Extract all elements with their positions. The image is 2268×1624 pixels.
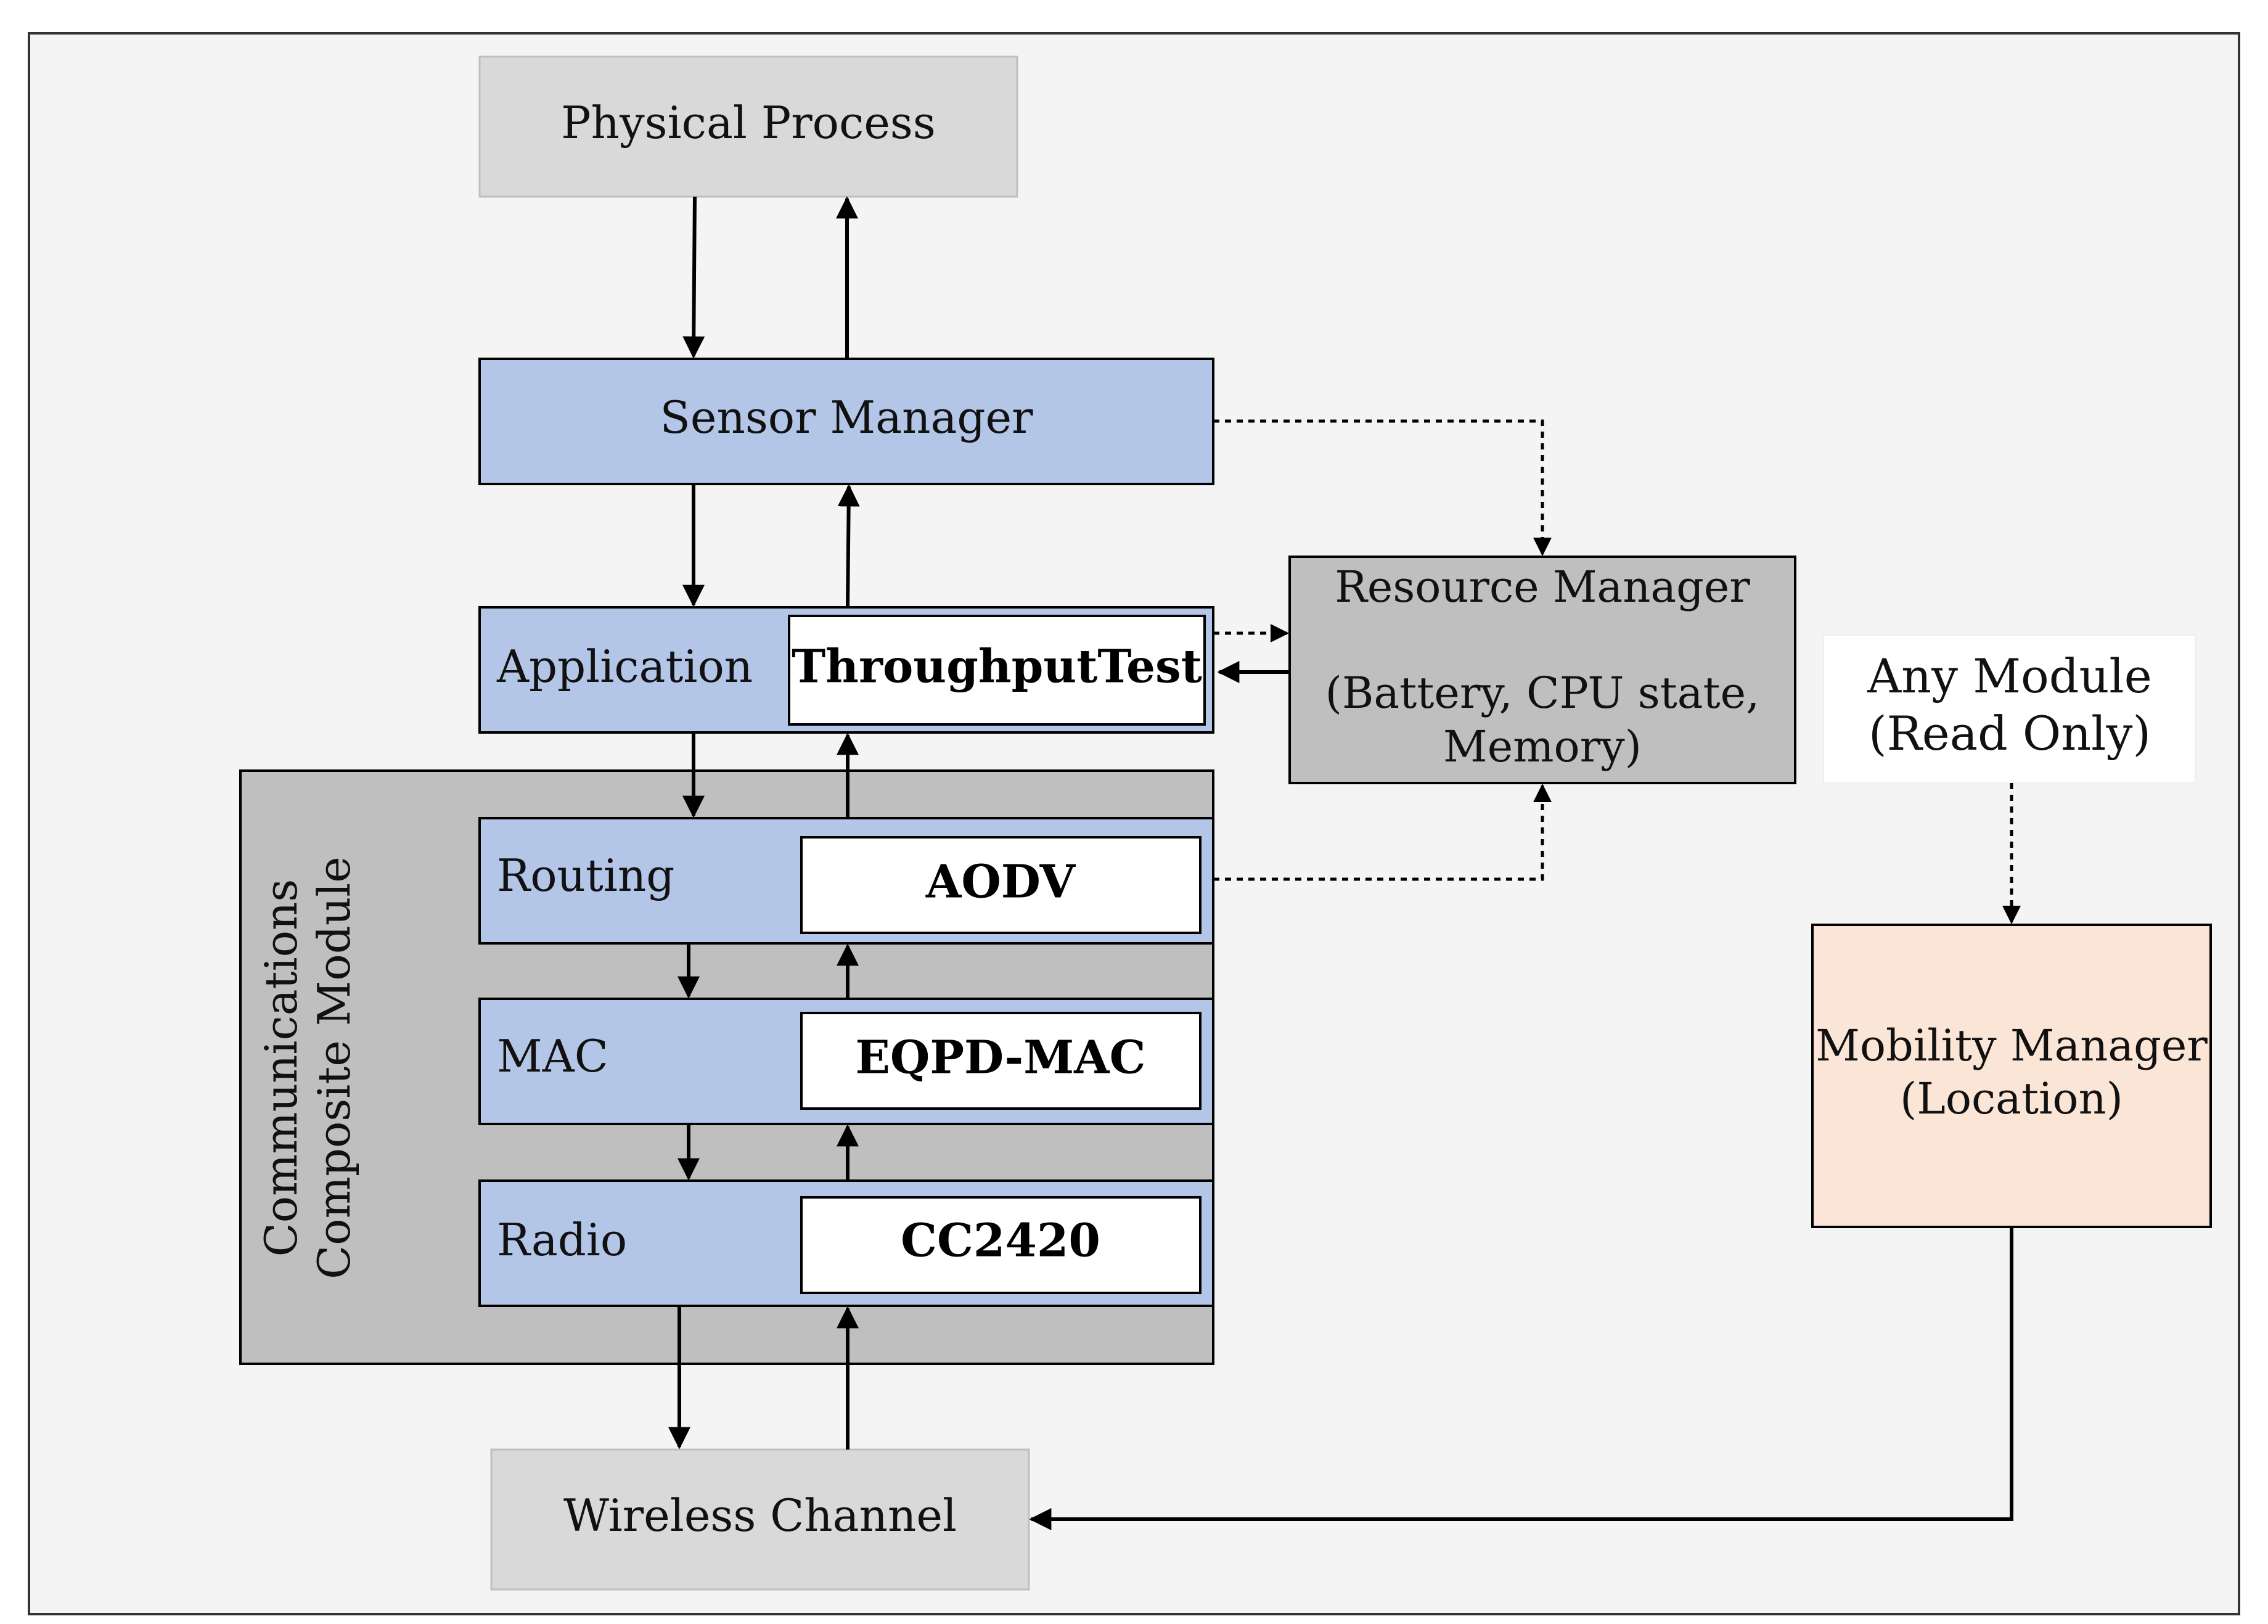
mobility-manager-line2: (Location) — [1900, 1073, 2123, 1124]
routing-label: Routing — [497, 850, 674, 901]
radio-block: Radio CC2420 — [478, 1179, 1214, 1307]
cc2420-label: CC2420 — [901, 1215, 1100, 1268]
aodv-label: AODV — [925, 856, 1076, 909]
mobility-manager-line1: Mobility Manager — [1816, 1020, 2208, 1071]
mac-block: MAC EQPD-MAC — [478, 998, 1214, 1125]
resource-manager-detail-line1: (Battery, CPU state, — [1325, 668, 1760, 718]
application-label: Application — [496, 641, 753, 692]
radio-label: Radio — [497, 1214, 627, 1266]
arrow-mobility-to-channel — [1029, 1227, 2013, 1530]
throughput-test-label: ThroughputTest — [792, 641, 1202, 694]
wireless-channel-block: Wireless Channel — [490, 1448, 1030, 1591]
physical-process-block: Physical Process — [478, 55, 1018, 198]
dashed-arrow-aodv-to-resource — [1213, 784, 1552, 881]
any-module-line1: Any Module — [1867, 649, 2151, 703]
any-module-line2: (Read Only) — [1869, 706, 2151, 761]
mobility-manager-block: Mobility Manager (Location) — [1811, 924, 2212, 1228]
communications-module-label-line1: Communications — [255, 879, 307, 1257]
any-module-block: Any Module (Read Only) — [1823, 634, 2196, 784]
resource-manager-title: Resource Manager — [1335, 562, 1750, 612]
dashed-arrow-sensor-to-resource — [1213, 419, 1552, 556]
sensor-manager-label: Sensor Manager — [660, 392, 1034, 443]
arrow-physical-to-sensor — [682, 196, 705, 359]
routing-block: Routing AODV — [478, 817, 1214, 945]
mac-label: MAC — [497, 1030, 608, 1082]
physical-process-label: Physical Process — [561, 97, 936, 149]
eqpd-mac-label: EQPD-MAC — [856, 1031, 1146, 1085]
communications-module-label-line2: Composite Module — [308, 856, 360, 1279]
arrow-application-to-sensor — [837, 484, 860, 608]
resource-manager-block: Resource Manager (Battery, CPU state, Me… — [1288, 556, 1796, 784]
sensor-manager-block: Sensor Manager — [478, 358, 1214, 485]
wireless-channel-label: Wireless Channel — [563, 1490, 957, 1541]
application-block: Application ThroughputTest — [478, 606, 1214, 734]
resource-manager-detail-line2: Memory) — [1443, 721, 1642, 772]
